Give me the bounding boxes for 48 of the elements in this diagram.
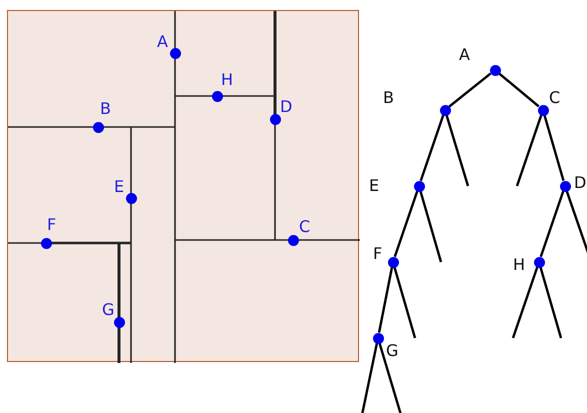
- point-label: B: [383, 90, 394, 106]
- plane-region: [7, 10, 359, 362]
- tree-branch: [512, 266, 538, 338]
- point-dot: [114, 316, 124, 328]
- tree-branch: [419, 190, 442, 262]
- tree-branch: [393, 266, 416, 338]
- point-dot: [40, 238, 52, 248]
- point-label: C: [299, 219, 310, 235]
- tree-branch: [539, 266, 562, 338]
- tree-branch: [420, 114, 444, 182]
- point-label: F: [47, 217, 56, 233]
- tree-branch: [378, 342, 402, 413]
- point-label: H: [513, 257, 526, 273]
- point-label: A: [157, 34, 168, 50]
- point-dot: [212, 90, 222, 102]
- tree-branch: [540, 190, 564, 258]
- point-dot: [534, 256, 544, 268]
- tree-branch: [360, 343, 378, 413]
- point-label: B: [100, 101, 111, 117]
- point-dot: [414, 180, 424, 192]
- point-dot: [126, 192, 136, 204]
- point-label: F: [373, 246, 382, 262]
- tree-branch: [516, 114, 542, 186]
- point-dot: [270, 114, 280, 124]
- point-label: D: [574, 175, 586, 191]
- point-label: H: [221, 72, 234, 88]
- tree-branch: [394, 190, 418, 258]
- point-dot: [372, 332, 384, 344]
- point-label: E: [369, 178, 380, 194]
- point-dot: [288, 234, 298, 246]
- point-dot: [490, 64, 500, 76]
- point-dot: [388, 256, 398, 268]
- point-dot: [560, 180, 570, 192]
- tree-branch: [448, 72, 492, 108]
- tree-branch: [543, 114, 565, 182]
- tree-branch: [445, 114, 470, 186]
- point-dot: [440, 104, 450, 116]
- tree-branch: [378, 267, 394, 333]
- point-label: D: [280, 99, 292, 115]
- point-label: G: [386, 343, 398, 359]
- point-label: E: [114, 179, 124, 195]
- point-label: G: [102, 302, 114, 318]
- point-label: A: [459, 47, 470, 63]
- point-label: C: [549, 90, 560, 106]
- point-dot: [92, 122, 104, 132]
- point-dot: [170, 48, 180, 58]
- tree-branch: [498, 72, 540, 108]
- point-dot: [538, 104, 548, 116]
